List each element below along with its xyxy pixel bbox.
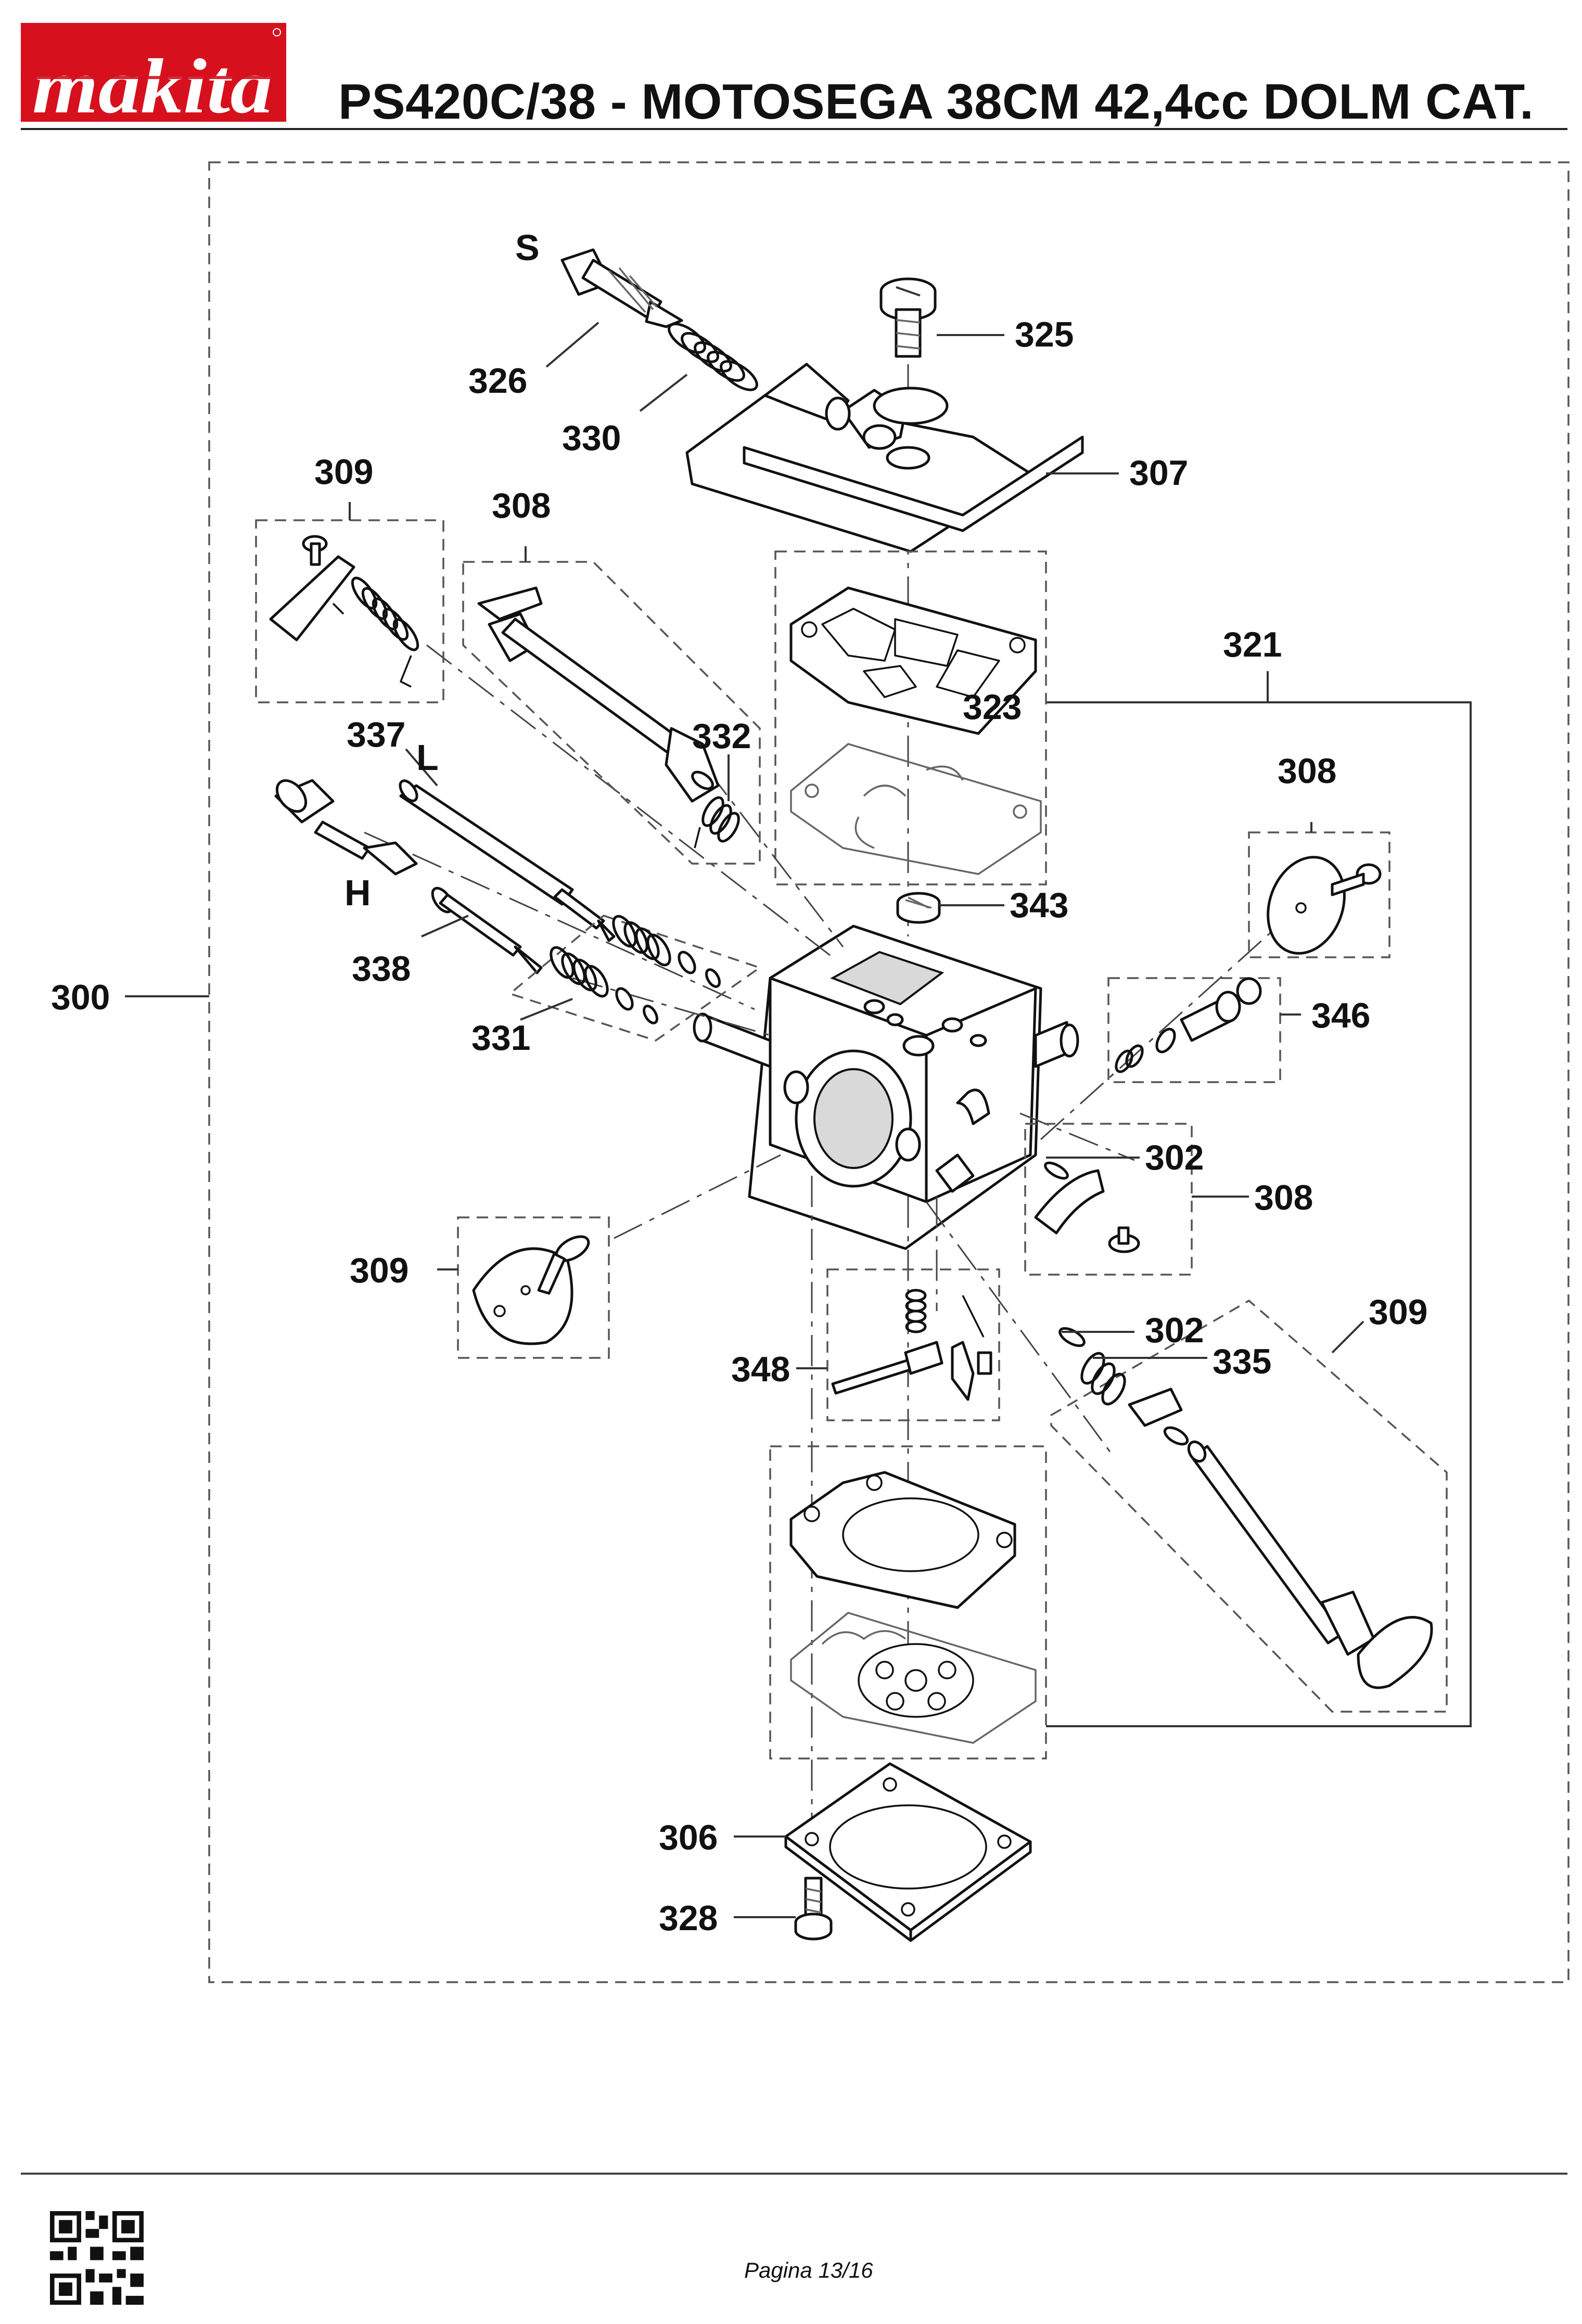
callout-343: 343 <box>1010 885 1068 925</box>
callout-328: 328 <box>659 1898 718 1938</box>
footer-rule <box>21 2173 1567 2175</box>
part-348-inlet-needle <box>831 1289 992 1401</box>
callout-326: 326 <box>468 361 527 401</box>
part-343-filter-screen <box>896 892 941 924</box>
callout-338: 338 <box>352 949 411 988</box>
callout-308-lever: 308 <box>1254 1178 1313 1217</box>
header: makita PS420C/38 - MOTOSEGA 38CM 42,4cc … <box>21 23 1561 127</box>
part-306-pump-cover <box>784 1762 1032 1942</box>
page-title: PS420C/38 - MOTOSEGA 38CM 42,4cc DOLM CA… <box>338 74 1534 130</box>
carburetor-body <box>693 925 1079 1250</box>
part-308-choke-shaft <box>477 586 720 803</box>
callout-302-upper: 302 <box>1145 1138 1204 1177</box>
letter-s: S <box>515 227 540 268</box>
letter-h: H <box>345 872 371 913</box>
callout-337: 337 <box>347 715 405 754</box>
qr-code-icon <box>50 2211 144 2305</box>
kit-308-shaft-frame <box>462 561 761 865</box>
callout-307: 307 <box>1129 453 1188 493</box>
part-328-screw <box>794 1877 833 1941</box>
callout-346: 346 <box>1311 996 1370 1035</box>
kit-321-bracket <box>1046 701 1472 1727</box>
part-lower-diaphragm <box>790 1612 1037 1744</box>
kit-348-frame <box>826 1268 1000 1421</box>
callout-300: 300 <box>51 978 110 1017</box>
makita-logo: makita <box>21 23 286 122</box>
part-308-lever <box>1034 1161 1140 1253</box>
kit-308-plate-frame <box>1248 831 1390 958</box>
header-rule <box>21 128 1567 130</box>
callout-335: 335 <box>1213 1342 1271 1381</box>
part-346-fitting <box>1115 977 1262 1073</box>
kit-lower-diaphragm-frame <box>769 1445 1047 1760</box>
callout-309-shaft: 309 <box>1369 1292 1427 1332</box>
callout-330: 330 <box>562 418 621 458</box>
logo-background <box>21 23 286 122</box>
part-323-diaphragm <box>790 743 1042 875</box>
part-307-metering-cover <box>685 363 1084 553</box>
part-338-needle-h <box>274 779 543 974</box>
callout-323: 323 <box>963 687 1022 727</box>
part-308-choke-plate <box>1267 856 1382 955</box>
callout-309-top: 309 <box>314 452 373 492</box>
page-number: Pagina 13/16 <box>744 2258 873 2282</box>
kit-335-frame <box>1050 1299 1448 1713</box>
kit-331-frame <box>508 915 762 1042</box>
part-323-gasket <box>789 586 1037 735</box>
part-309-throttle-plate <box>472 1235 590 1345</box>
callout-302-lower: 302 <box>1145 1311 1204 1350</box>
callout-309-plate: 309 <box>350 1251 409 1290</box>
part-332-spring <box>694 796 740 849</box>
kit-300-frame <box>208 161 1570 1983</box>
part-331-springs-washers <box>550 915 721 1024</box>
part-326-adjust-screw <box>560 248 683 328</box>
part-lower-gasket <box>789 1471 1016 1609</box>
callout-308-shaft: 308 <box>492 486 551 525</box>
kit-346-frame <box>1107 977 1281 1083</box>
callout-321: 321 <box>1223 625 1282 664</box>
letter-l: L <box>416 737 439 778</box>
callout-332: 332 <box>692 716 751 756</box>
callout-331: 331 <box>471 1018 530 1058</box>
part-337-needle-l <box>399 779 616 942</box>
callout-348: 348 <box>731 1350 790 1389</box>
kit-323-frame <box>774 550 1047 885</box>
kit-309-plate-frame <box>457 1216 610 1359</box>
callout-306: 306 <box>659 1818 718 1857</box>
kit-308-lever-frame <box>1024 1123 1193 1276</box>
part-330-spring <box>668 323 758 391</box>
callout-308-plate: 308 <box>1278 751 1336 791</box>
part-309-lever-spring-top <box>269 535 419 688</box>
part-325-screw <box>879 277 937 358</box>
logo-wordmark: makita <box>32 43 273 122</box>
callout-325: 325 <box>1015 315 1074 354</box>
